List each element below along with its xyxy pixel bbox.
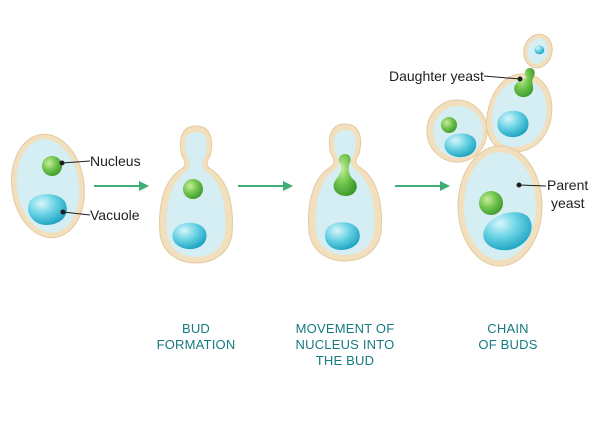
- nucleus: [441, 117, 457, 133]
- yeast-cell-initial: [11, 133, 85, 239]
- parent-label-line1: Parent: [547, 177, 588, 193]
- yeast-cell-nucleus-migration: [308, 123, 382, 262]
- caption-line: NUCLEUS INTO: [296, 337, 395, 352]
- daughter-leader-line: [483, 75, 521, 80]
- nucleus-leader-line: [61, 160, 91, 164]
- daughter-bud: [485, 68, 553, 153]
- side-bud: [426, 99, 488, 163]
- parent-yeast-callout: Parent yeast: [516, 177, 588, 211]
- nucleus-label: Nucleus: [90, 153, 141, 169]
- vacuole-callout: Vacuole: [60, 207, 140, 223]
- caption-line: THE BUD: [316, 353, 374, 368]
- nucleus-callout: Nucleus: [59, 153, 141, 169]
- vacuole: [324, 222, 360, 250]
- vacuole: [172, 222, 207, 250]
- nucleus: [42, 156, 62, 176]
- caption-line: CHAIN: [487, 321, 528, 336]
- vacuole: [534, 45, 545, 55]
- vacuole-leader-line: [62, 211, 91, 216]
- nucleus-leader-dot: [59, 160, 65, 166]
- caption-nucleus-movement: MOVEMENT OF NUCLEUS INTO THE BUD: [296, 321, 395, 368]
- caption-line: OF BUDS: [478, 337, 537, 352]
- new-bud: [523, 33, 553, 69]
- vacuole-leader-dot: [60, 209, 66, 215]
- vacuole-label: Vacuole: [90, 207, 140, 223]
- yeast-chain-of-buds: [426, 33, 553, 267]
- parent-label-line2: yeast: [551, 195, 585, 211]
- vacuole: [483, 212, 532, 251]
- daughter-yeast-label: Daughter yeast: [389, 68, 484, 84]
- parent-leader-dot: [516, 182, 522, 188]
- yeast-cell-bud-formation: [159, 125, 233, 264]
- vacuole: [497, 110, 529, 138]
- caption-line: MOVEMENT OF: [296, 321, 395, 336]
- caption-bud-formation: BUD FORMATION: [157, 321, 236, 352]
- vacuole: [28, 194, 67, 225]
- nucleus-migrating: [514, 68, 535, 98]
- parent-leader-line: [518, 184, 547, 187]
- vacuole: [444, 133, 477, 158]
- caption-line: FORMATION: [157, 337, 236, 352]
- nucleus: [183, 179, 203, 199]
- nucleus-elongated: [333, 154, 357, 196]
- daughter-leader-dot: [517, 76, 523, 82]
- nucleus: [479, 191, 503, 215]
- daughter-yeast-callout: Daughter yeast: [389, 68, 523, 84]
- parent-cell: [457, 145, 543, 267]
- caption-line: BUD: [182, 321, 210, 336]
- caption-chain-of-buds: CHAIN OF BUDS: [478, 321, 537, 352]
